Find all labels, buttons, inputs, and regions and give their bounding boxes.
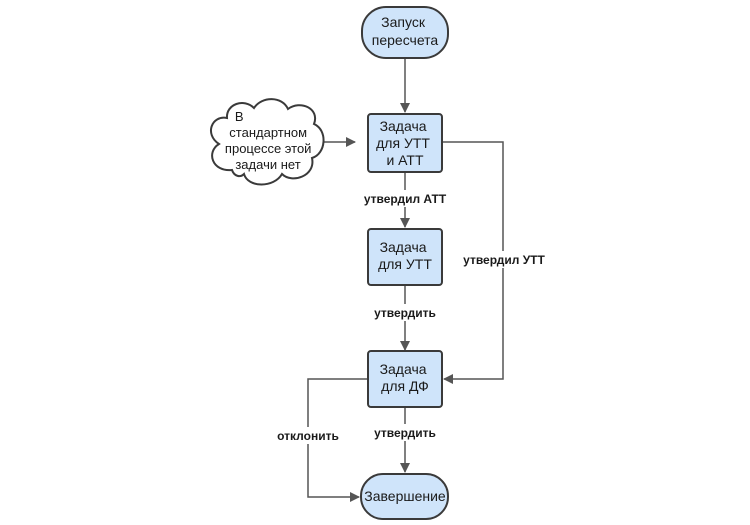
svg-text:Запуск пересчета: Запуск пересчета [372,14,439,48]
node-task-utt-line: для УТТ [378,256,432,272]
node-task-utt-att-line: для УТТ [376,135,430,151]
node-task-df-line: Задача [380,361,427,377]
note-line: процессе этой [225,141,312,156]
node-task-utt-line: Задача [380,239,427,255]
svg-text:В стандартном проц: В стандартном процессе этой задачи нет [225,109,315,172]
node-task-utt: Задача для УТТ [367,228,443,286]
label-bg [370,304,440,321]
svg-text:Задача для УТТ: Задача для УТТ [378,239,432,272]
node-start-line: Запуск [381,14,426,30]
note-line: задачи нет [235,157,300,172]
svg-text:Задача для УТТ и А: Задача для УТТ и АТТ [376,118,434,168]
label-bg [274,427,342,444]
node-task-utt-att-line: Задача [380,118,427,134]
edge-label-approved-utt: утвердил УТТ [463,253,545,267]
svg-text:Задача для ДФ: Задача для ДФ [380,361,431,394]
node-task-utt-att-line: и АТТ [386,152,424,168]
edge-label-approve-2: утвердить [374,426,436,440]
node-task-df: Задача для ДФ [367,350,443,408]
node-start: Запуск пересчета [361,6,449,59]
edge-label-approve-1: утвердить [374,306,436,320]
node-end: Завершение [360,473,449,520]
edge-label-reject: отклонить [277,429,339,443]
label-bg [460,251,548,268]
label-bg [370,424,440,441]
node-task-utt-att: Задача для УТТ и АТТ [367,113,443,173]
note-line: В [235,109,244,124]
note-line: стандартном [229,125,307,140]
note-cloud: В стандартном процессе этой задачи нет [209,98,325,186]
svg-text:Завершение: Завершение [364,488,446,504]
edge-label-approved-att: утвердил АТТ [364,192,447,206]
node-end-line: Завершение [364,488,446,504]
node-task-df-line: для ДФ [381,378,429,394]
label-bg [362,190,448,207]
node-start-line: пересчета [372,32,439,48]
